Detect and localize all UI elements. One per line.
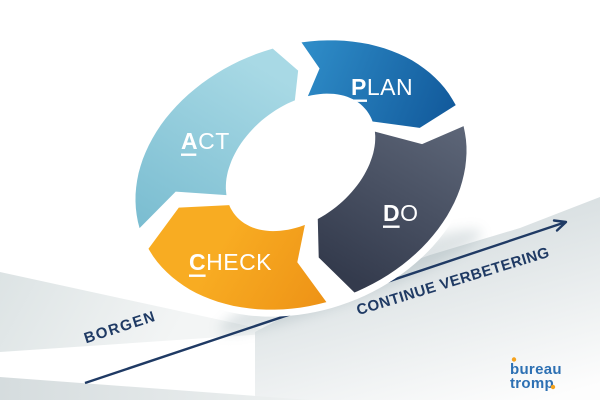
label-act-underline: [181, 153, 197, 156]
logo-line1: bureau: [510, 361, 562, 378]
label-act: ACT: [181, 128, 230, 154]
segment-act: [135, 48, 299, 229]
logo-accent-dot-bottom-icon: [550, 384, 556, 390]
label-do-underline: [383, 225, 400, 228]
logo-accent-dot-top-icon: [511, 357, 517, 362]
segment-labels: PLAN DO CHECK ACT: [181, 74, 419, 277]
label-plan: PLAN: [351, 74, 413, 100]
label-do: DO: [383, 200, 419, 226]
label-check-underline: [189, 274, 206, 277]
cycle-ring: [128, 33, 474, 317]
label-plan-underline: [351, 99, 367, 102]
gray-strip-bottom-left: [0, 377, 310, 400]
gray-slope-right: [255, 197, 600, 400]
logo-line2: tromp: [510, 375, 554, 392]
gray-wedge-left: [0, 272, 280, 352]
segment-plan: [301, 40, 456, 128]
background: [0, 197, 600, 400]
bureau-tromp-logo: bureau tromp: [510, 357, 562, 392]
segment-check: [148, 205, 327, 310]
segment-do: [317, 126, 467, 293]
axis-arrowhead-icon: [552, 219, 568, 232]
label-check: CHECK: [189, 249, 272, 275]
